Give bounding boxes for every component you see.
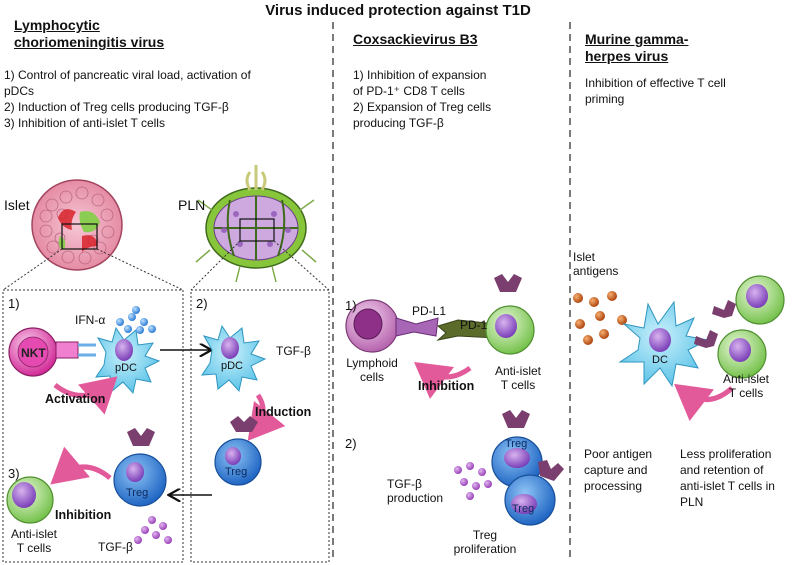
tgf-production-line2: production bbox=[387, 491, 444, 505]
lcmv-panel3-number: 3) bbox=[8, 466, 20, 481]
lcmv-points: 1) Control of pancreatic viral load, act… bbox=[4, 67, 329, 131]
poor-antigen-text: Poor antigen capture and processing bbox=[584, 446, 652, 494]
less-proliferation-text: Less proliferation and retention of anti… bbox=[680, 446, 775, 510]
lymphoid-cells-label: Lymphoid cells bbox=[340, 356, 404, 384]
inhibition-label-cvb3: Inhibition bbox=[418, 379, 475, 393]
less-proliferation-line: Less proliferation bbox=[680, 447, 772, 461]
cvb3-point: 1) Inhibition of expansion bbox=[353, 68, 487, 82]
pdc-cell-2 bbox=[201, 324, 267, 393]
figure-title: Virus induced protection against T1D bbox=[265, 2, 531, 19]
lymphoid-cell bbox=[345, 299, 439, 353]
treg-cell-panel2 bbox=[214, 416, 262, 486]
islet-antigen-dots bbox=[573, 291, 627, 345]
pd1-receptor bbox=[436, 319, 497, 341]
islet-antigens-line2: antigens bbox=[573, 264, 619, 278]
tgf-beta-dots-panel3 bbox=[134, 516, 172, 544]
induction-label: Induction bbox=[255, 405, 312, 419]
treg-proliferation-label: Treg proliferation bbox=[440, 528, 530, 556]
anti-islet-line1: Anti-islet bbox=[494, 364, 541, 378]
anti-islet-t-cell-mhv-1 bbox=[712, 275, 785, 325]
cvb3-point: 2) Expansion of Treg cells bbox=[353, 100, 492, 114]
nkt-label: NKT bbox=[21, 346, 46, 360]
lymphoid-line2: cells bbox=[359, 370, 384, 384]
poor-antigen-line: processing bbox=[584, 479, 643, 493]
tgf-beta-label-panel2: TGF-β bbox=[276, 344, 311, 358]
lcmv-panel1-number: 1) bbox=[8, 296, 20, 311]
cvb3-point: of PD-1⁺ CD8 T cells bbox=[353, 84, 465, 98]
pdc-label-2: pDC bbox=[221, 360, 244, 372]
treg-label-cvb3-2: Treg bbox=[512, 503, 535, 515]
induction-arrow bbox=[247, 393, 286, 441]
anti-islet-label-panel3: Anti-islet T cells bbox=[4, 527, 64, 555]
mhv-points: Inhibition of effective T cell priming bbox=[585, 75, 790, 107]
anti-islet-line1: Anti-islet bbox=[10, 527, 57, 541]
pdl1-label: PD-L1 bbox=[412, 304, 447, 318]
cvb3-point: producing TGF-β bbox=[353, 116, 444, 130]
islet-antigens-label: Islet antigens bbox=[573, 250, 618, 278]
lcmv-point: 3) Inhibition of anti-islet T cells bbox=[4, 116, 165, 130]
inhibition-arrow-panel3 bbox=[50, 446, 112, 485]
poor-antigen-line: capture and bbox=[584, 463, 648, 477]
less-proliferation-line: and retention of bbox=[680, 463, 764, 477]
islet-illustration bbox=[31, 179, 123, 271]
tgf-beta-dots-cvb3 bbox=[454, 462, 492, 500]
mhv-heading: Murine gamma- herpes virus bbox=[585, 31, 688, 65]
anti-islet-line2: T cells bbox=[16, 541, 52, 555]
dc-label: DC bbox=[652, 354, 668, 366]
treg-proliferation-line2: proliferation bbox=[453, 542, 517, 556]
tgf-beta-label-panel3: TGF-β bbox=[98, 540, 133, 554]
less-proliferation-line: PLN bbox=[680, 495, 704, 509]
mhv-heading-line1: Murine gamma- bbox=[585, 31, 689, 47]
anti-islet-line2: T cells bbox=[500, 378, 536, 392]
lcmv-heading-line2: choriomeningitis virus bbox=[14, 34, 165, 50]
treg-label-panel2: Treg bbox=[225, 466, 248, 478]
treg-cell-cvb3-2 bbox=[504, 460, 564, 526]
inhibition-arrow-cvb3 bbox=[413, 362, 472, 399]
anti-islet-t-cell-cvb3 bbox=[485, 274, 535, 355]
anti-islet-label-mhv: Anti-islet T cells bbox=[714, 372, 778, 400]
inhibition-label-panel3: Inhibition bbox=[55, 508, 112, 522]
tgf-production-line1: TGF-β bbox=[387, 477, 422, 491]
lcmv-heading-line1: Lymphocytic bbox=[14, 17, 100, 33]
lymph-node-illustration bbox=[195, 165, 317, 283]
mhv-heading-line2: herpes virus bbox=[585, 48, 669, 64]
lcmv-point: pDCs bbox=[4, 84, 35, 98]
mhv-arrow bbox=[674, 383, 734, 422]
anti-islet-line1: Anti-islet bbox=[722, 372, 769, 386]
pd1-label: PD-1 bbox=[460, 318, 488, 332]
activation-label: Activation bbox=[45, 392, 106, 406]
pdc-label-1: pDC bbox=[115, 362, 138, 374]
mhv-point: Inhibition of effective T cell bbox=[585, 76, 726, 90]
nkt-cell bbox=[8, 327, 96, 377]
lcmv-point: 2) Induction of Treg cells producing TGF… bbox=[4, 100, 229, 114]
anti-islet-t-cell-mhv-2 bbox=[694, 329, 767, 379]
cvb3-panel1-number: 1) bbox=[345, 298, 357, 313]
lcmv-panel2-number: 2) bbox=[196, 296, 208, 311]
ifn-alpha-label: IFN-α bbox=[75, 313, 106, 327]
islet-antigens-line1: Islet bbox=[573, 250, 596, 264]
treg-cell-panel3 bbox=[113, 428, 167, 507]
treg-label-panel3: Treg bbox=[126, 487, 149, 499]
cvb3-panel2-number: 2) bbox=[345, 436, 357, 451]
mhv-point: priming bbox=[585, 92, 625, 106]
anti-islet-t-cell-panel3 bbox=[6, 476, 54, 524]
islet-label: Islet bbox=[4, 197, 30, 213]
treg-proliferation-line1: Treg bbox=[472, 528, 498, 542]
less-proliferation-line: anti-islet T cells in bbox=[680, 479, 775, 493]
anti-islet-label-cvb3: Anti-islet T cells bbox=[486, 364, 550, 392]
cvb3-points: 1) Inhibition of expansion of PD-1⁺ CD8 … bbox=[353, 67, 563, 131]
tgf-production-label: TGF-β production bbox=[387, 477, 443, 505]
poor-antigen-line: Poor antigen bbox=[584, 447, 653, 461]
anti-islet-line2: T cells bbox=[728, 386, 764, 400]
pln-label: PLN bbox=[178, 197, 206, 213]
lcmv-point: 1) Control of pancreatic viral load, act… bbox=[4, 68, 251, 82]
lcmv-heading: Lymphocytic choriomeningitis virus bbox=[14, 17, 164, 51]
ifn-alpha-dots bbox=[116, 306, 156, 334]
cvb3-heading: Coxsackievirus B3 bbox=[353, 31, 478, 47]
treg-label-cvb3-1: Treg bbox=[505, 438, 528, 450]
activation-arrow bbox=[53, 376, 118, 415]
lymphoid-line1: Lymphoid bbox=[346, 356, 398, 370]
